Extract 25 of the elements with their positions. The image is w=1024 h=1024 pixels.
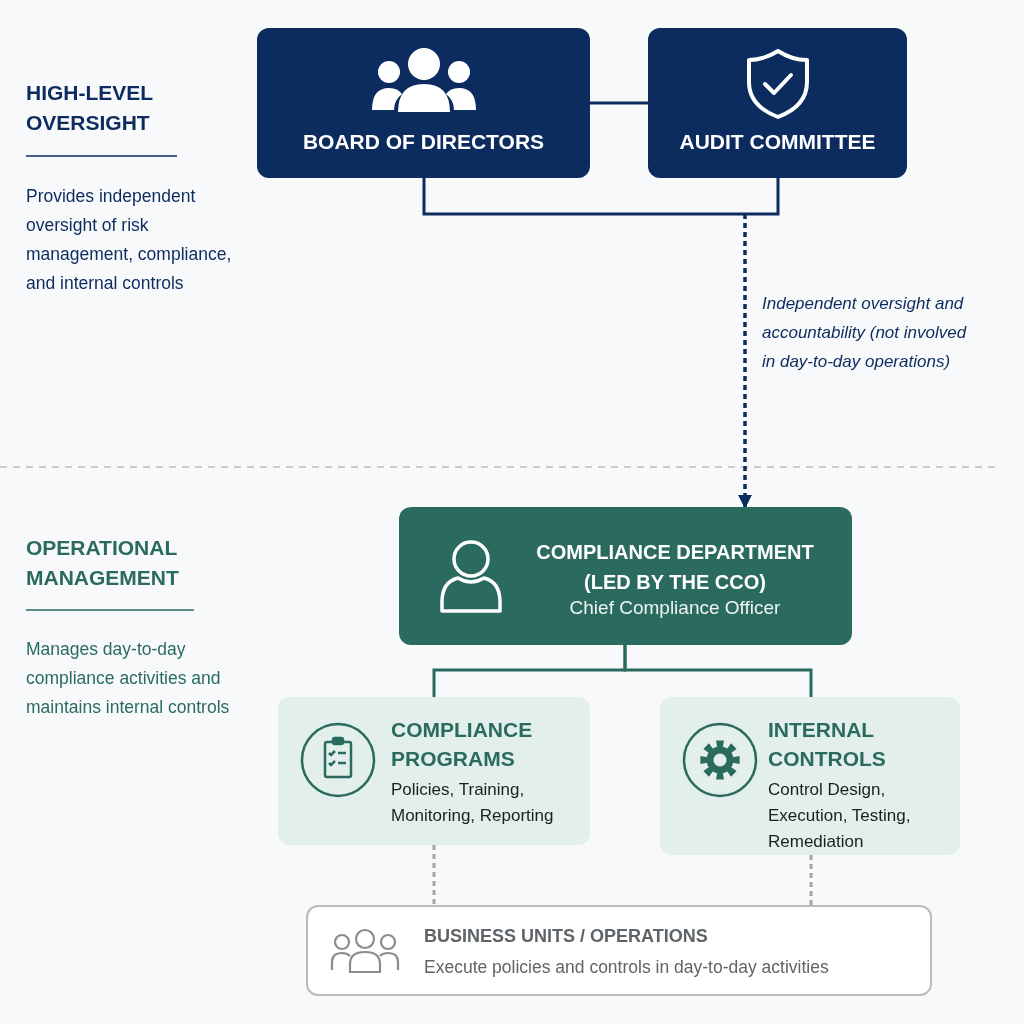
box-title: AUDIT COMMITTEE [678, 130, 877, 154]
connector-line [432, 845, 436, 905]
org-box [257, 28, 590, 178]
section-heading: HIGH-LEVEL OVERSIGHT [26, 80, 154, 136]
section-description: Provides independent oversight of risk management, compliance, and internal controls [26, 185, 233, 295]
function-card [278, 697, 590, 845]
box-title: BOARD OF DIRECTORS [301, 130, 546, 154]
card-description: Policies, Training, Monitoring, Reporting [391, 779, 555, 827]
function-card [660, 697, 960, 855]
connector-line [809, 855, 813, 905]
box-subtitle: Chief Compliance Officer [568, 597, 782, 619]
card-title: COMPLIANCE PROGRAMS [391, 717, 534, 772]
org-box [648, 28, 907, 178]
section-heading: OPERATIONAL MANAGEMENT [26, 535, 180, 591]
section-description: Manages day-to-day compliance activities and maintains internal controls [26, 638, 231, 719]
connector-line [590, 101, 648, 105]
department-box [399, 507, 852, 645]
connector-line [623, 645, 813, 697]
box-description: Execute policies and controls in day-to-day activities [424, 957, 829, 978]
card-description: Control Design, Execution, Testing, Remediation [768, 779, 912, 853]
box-title: COMPLIANCE DEPARTMENT (LED BY THE CCO) [535, 540, 815, 595]
connector-line [738, 178, 780, 509]
card-title: INTERNAL CONTROLS [768, 717, 887, 772]
operations-box [306, 905, 932, 996]
box-title: BUSINESS UNITS / OPERATIONS [424, 926, 708, 947]
